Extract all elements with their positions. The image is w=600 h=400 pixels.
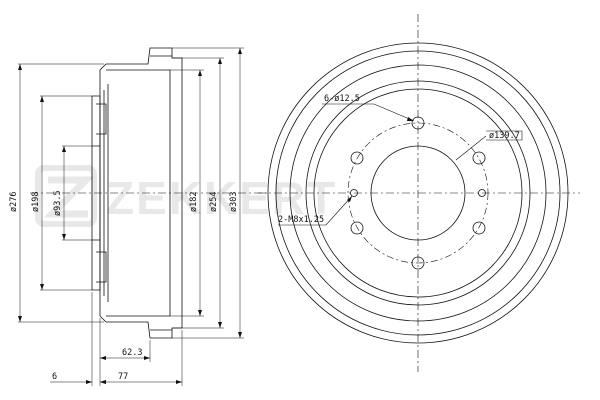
bolt-hole <box>411 116 425 130</box>
watermark-logo-frame <box>35 165 97 227</box>
drum-inner-wall <box>106 69 171 317</box>
label-d198: ø198 <box>31 192 41 212</box>
label-w62-3: 62.3 <box>122 348 142 358</box>
bolt-hole <box>472 221 486 235</box>
arrow-276-top <box>18 64 22 70</box>
arrow-6-b <box>100 380 106 384</box>
leader-pcd-pointer <box>455 135 487 161</box>
arrow-77-right <box>176 380 182 384</box>
threaded-holes <box>350 189 486 197</box>
arrow-182-bottom <box>198 310 202 316</box>
hub-bore-circle <box>370 145 466 241</box>
arrow-93-top <box>62 146 66 152</box>
leader-threads <box>278 195 353 226</box>
arrow-62-left <box>100 356 106 360</box>
label-d276: ø276 <box>9 192 19 212</box>
arrow-62-right <box>144 356 150 360</box>
hub-bore <box>92 145 100 241</box>
bolt-holes <box>350 116 486 270</box>
label-threads: 2-M8x1.25 <box>278 215 324 225</box>
arrow-303-bottom <box>238 332 242 338</box>
arrow-303-top <box>238 48 242 54</box>
front-callout-labels: 6-ø12.5 ø139.7 2-M8x1.25 <box>278 94 520 225</box>
drum-ring-2 <box>275 50 561 336</box>
front-view <box>258 14 580 372</box>
watermark-logo-z <box>43 176 95 218</box>
arrow-254-top <box>218 58 222 64</box>
drum-ring-5 <box>313 88 523 298</box>
threaded-hole <box>478 189 486 197</box>
label-w6: 6 <box>52 372 57 382</box>
label-w77: 77 <box>118 372 128 382</box>
bolt-hole <box>350 221 364 235</box>
bolt-hole <box>472 151 486 165</box>
hub-flange <box>91 95 101 291</box>
arrow-thread-leader <box>347 196 352 202</box>
threaded-hole <box>350 189 358 197</box>
side-dimension-labels: ø276 ø198 ø93.5 ø182 ø254 ø303 62.3 6 77 <box>9 190 239 382</box>
drum-outer-ring <box>267 42 569 344</box>
zekkert-watermark: ZEKKERT <box>35 165 337 227</box>
pcd-circle <box>347 122 489 264</box>
leader-bolt-holes <box>322 103 415 122</box>
drum-ring-4 <box>305 80 531 306</box>
arrow-198-top <box>40 96 44 102</box>
arrow-182-top <box>198 70 202 76</box>
arrow-6-a <box>86 380 92 384</box>
arrow-254-bottom <box>218 322 222 328</box>
label-d254: ø254 <box>209 192 219 212</box>
side-arrowheads <box>18 48 242 384</box>
label-bolt-holes: 6-ø12.5 <box>324 94 360 104</box>
side-view <box>18 47 270 386</box>
leader-pcd <box>486 130 523 141</box>
front-arrowheads <box>347 117 414 202</box>
arrow-93-bottom <box>62 234 66 240</box>
watermark-brand-text: ZEKKERT <box>106 172 337 224</box>
label-d182: ø182 <box>189 192 199 212</box>
arrow-276-bottom <box>18 316 22 322</box>
label-d93-5: ø93.5 <box>53 190 63 216</box>
bolt-hole <box>411 256 425 270</box>
arrow-bolt-hole-leader <box>407 117 414 121</box>
hub-face-inner <box>96 103 107 283</box>
arrow-198-bottom <box>40 284 44 290</box>
label-d303: ø303 <box>229 192 239 212</box>
label-pcd: ø139.7 <box>489 131 520 141</box>
bolt-hole <box>350 151 364 165</box>
drum-ring-3 <box>289 64 547 322</box>
